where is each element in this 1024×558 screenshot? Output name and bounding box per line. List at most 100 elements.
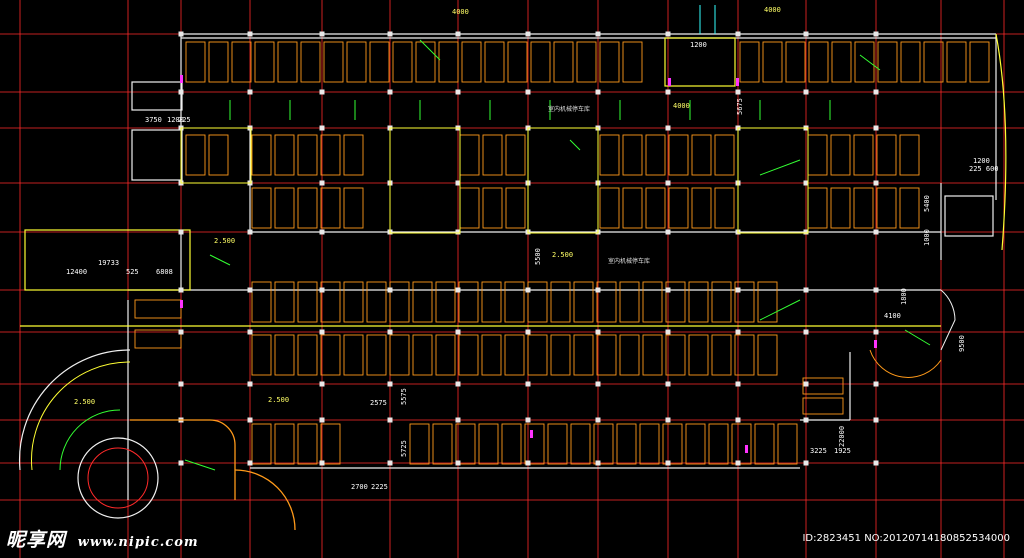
- parking-slot: [808, 41, 829, 83]
- parking-slot: [642, 334, 663, 376]
- parking-slot: [616, 423, 637, 465]
- parking-slot: [504, 281, 525, 323]
- column: [387, 417, 393, 423]
- column: [178, 31, 184, 37]
- parking-slot: [251, 281, 272, 323]
- dim-text: 22000: [838, 426, 846, 447]
- parking-slot: [899, 187, 920, 229]
- parking-slot: [435, 334, 456, 376]
- parking-slot: [754, 423, 775, 465]
- parking-slot: [665, 334, 686, 376]
- parking-slot: [876, 134, 897, 176]
- column: [595, 417, 601, 423]
- column: [665, 287, 671, 293]
- column: [247, 229, 253, 235]
- parking-slot: [550, 281, 571, 323]
- parking-slot: [366, 334, 387, 376]
- column: [319, 417, 325, 423]
- dim-text: 4000: [452, 8, 469, 16]
- parking-slot: [208, 41, 229, 83]
- parking-slot: [297, 134, 318, 176]
- column: [247, 287, 253, 293]
- arc: [77, 437, 159, 519]
- arc: [87, 447, 149, 509]
- parking-slot: [524, 423, 545, 465]
- parking-slot: [455, 423, 476, 465]
- parking-slot: [711, 281, 732, 323]
- parking-slot: [438, 41, 459, 83]
- parking-slot: [412, 281, 433, 323]
- column: [595, 287, 601, 293]
- ramps: [18, 127, 956, 531]
- marker: [668, 78, 671, 86]
- parking-slot: [777, 423, 798, 465]
- dim-text: 225: [178, 116, 191, 124]
- column: [247, 460, 253, 466]
- parking-slot: [461, 41, 482, 83]
- column: [525, 329, 531, 335]
- column: [665, 460, 671, 466]
- parking-slot: [899, 134, 920, 176]
- parking-slot: [573, 281, 594, 323]
- column: [455, 329, 461, 335]
- column: [525, 287, 531, 293]
- parking-slot: [599, 134, 620, 176]
- parking-slot: [691, 134, 712, 176]
- dim-text: 1800: [900, 288, 908, 305]
- parking-slot: [277, 41, 298, 83]
- column: [455, 89, 461, 95]
- column: [247, 381, 253, 387]
- parking-slot: [570, 423, 591, 465]
- parking-slot: [619, 281, 640, 323]
- parking-slot: [481, 281, 502, 323]
- column: [387, 31, 393, 37]
- dim-text: 2575: [370, 399, 387, 407]
- dim-text: 2.500: [214, 237, 235, 245]
- column: [665, 229, 671, 235]
- parking-slot: [739, 41, 760, 83]
- column: [735, 329, 741, 335]
- parking-slot: [876, 187, 897, 229]
- parking-slot: [274, 187, 295, 229]
- parking-slot: [596, 281, 617, 323]
- column: [178, 460, 184, 466]
- curved-wall: [995, 33, 1007, 251]
- parking-slot: [830, 187, 851, 229]
- parking-slot: [254, 41, 275, 83]
- column: [319, 287, 325, 293]
- column: [595, 381, 601, 387]
- column: [178, 89, 184, 95]
- parking-slot: [505, 134, 526, 176]
- dim-text: 2.500: [552, 251, 573, 259]
- parking-slot: [688, 281, 709, 323]
- parking-slot: [409, 423, 430, 465]
- parking-slot: [482, 187, 503, 229]
- parking-slot: [830, 134, 851, 176]
- dim-text: 1925: [834, 447, 851, 455]
- column: [387, 329, 393, 335]
- parking-slot: [668, 187, 689, 229]
- parking-slot: [320, 281, 341, 323]
- ramp-box: [389, 127, 461, 234]
- leader-line: [759, 299, 801, 321]
- parking-slot: [596, 334, 617, 376]
- parking-slot: [297, 187, 318, 229]
- dim-text: 5400: [923, 195, 931, 212]
- arc: [869, 349, 942, 378]
- parking-slot: [185, 134, 206, 176]
- column: [455, 460, 461, 466]
- parking-slot: [900, 41, 921, 83]
- leader-line: [184, 459, 216, 471]
- wall-room: [131, 81, 183, 111]
- column: [455, 229, 461, 235]
- dim-text: 5500: [534, 248, 542, 265]
- parking-slot: [482, 134, 503, 176]
- parking-slot: [831, 41, 852, 83]
- column: [735, 287, 741, 293]
- parking-slot: [274, 423, 295, 465]
- column: [387, 287, 393, 293]
- column: [873, 180, 879, 186]
- dim-text: 2.500: [268, 396, 289, 404]
- dim-text: 1200: [973, 157, 990, 165]
- arc: [940, 289, 956, 351]
